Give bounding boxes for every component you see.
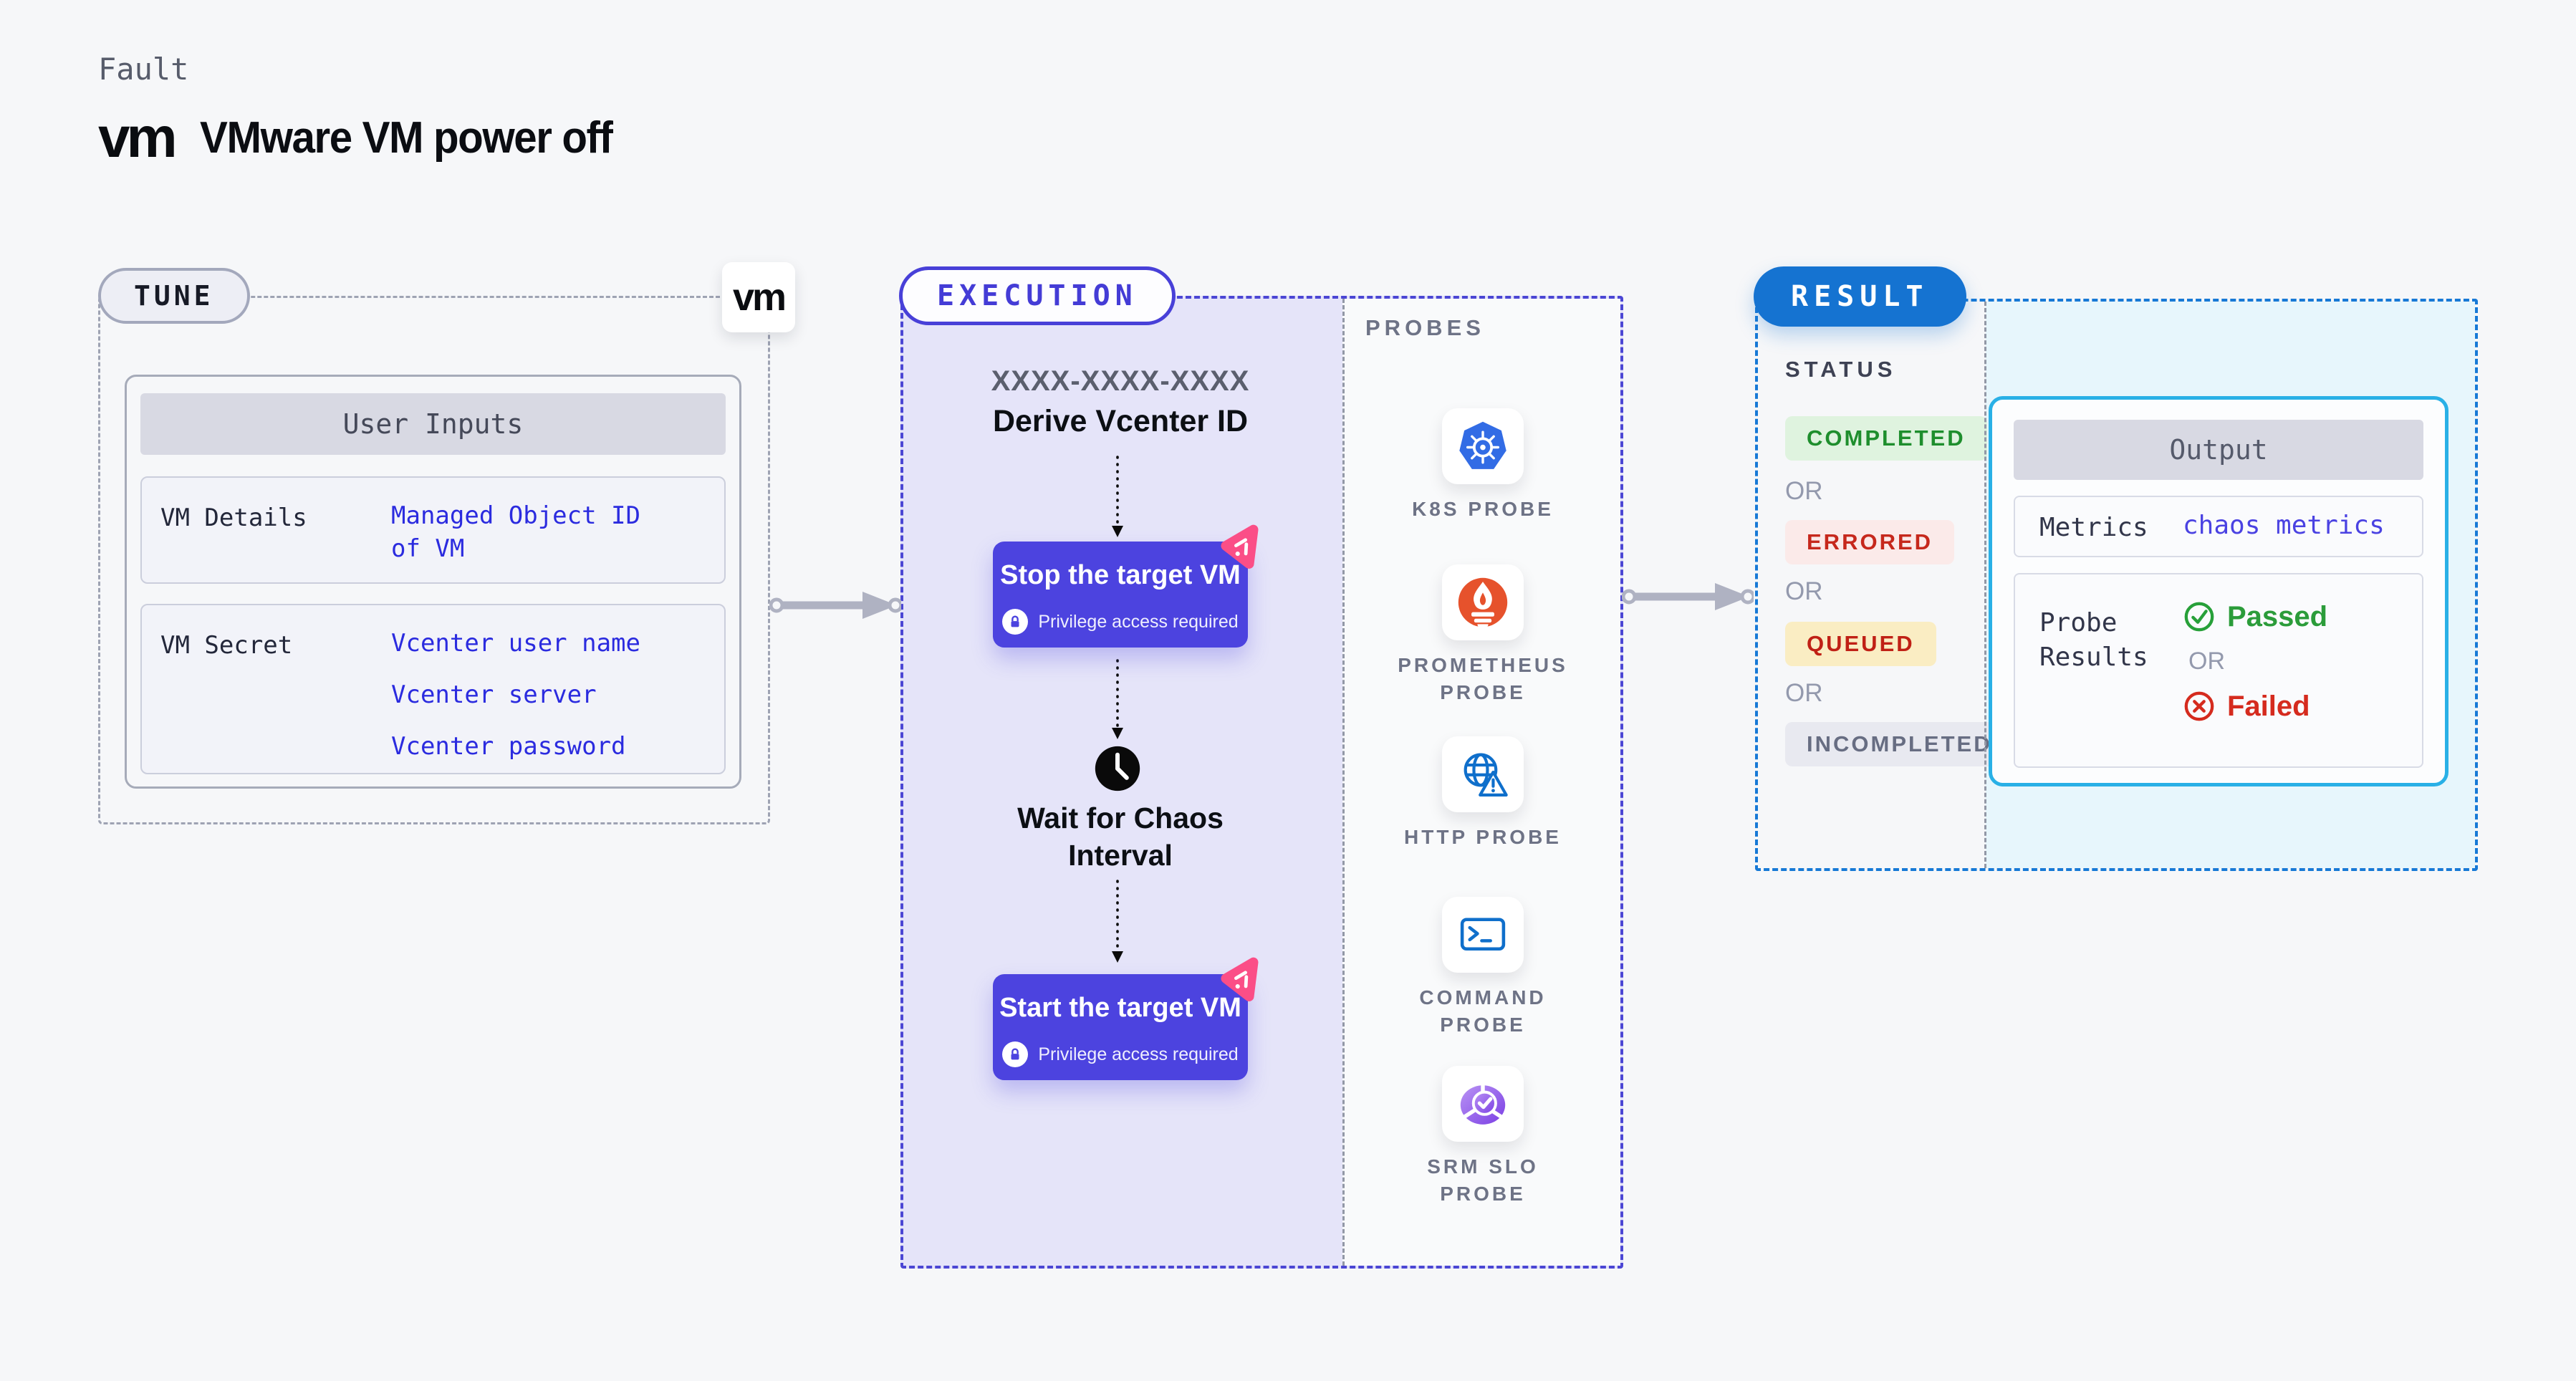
- output-card: Output Metrics chaos metrics Probe Resul…: [1989, 396, 2448, 786]
- flow-arrow-down: [1112, 456, 1123, 537]
- execution-badge: EXECUTION: [899, 266, 1176, 325]
- http-probe-card: [1442, 736, 1524, 812]
- metrics-value: chaos metrics: [2183, 511, 2385, 540]
- flow-arrow-down: [1112, 659, 1123, 739]
- vm-details-label: VM Details: [160, 504, 307, 532]
- privilege-note-text: Privilege access required: [1038, 1044, 1239, 1064]
- tune-badge: TUNE: [98, 268, 250, 324]
- status-title: STATUS: [1785, 357, 1897, 382]
- result-section-box: [1755, 299, 2478, 871]
- status-badge-errored: ERRORED: [1785, 520, 1955, 564]
- result-divider: [1984, 302, 1986, 868]
- prometheus-probe-label: PROMETHEUS PROBE: [1398, 654, 1568, 703]
- kubernetes-icon: [1459, 421, 1506, 469]
- start-target-vm-label: Start the target VM: [999, 993, 1241, 1023]
- metrics-label: Metrics: [2039, 513, 2148, 542]
- vm-secret-value: Vcenter user name: [391, 629, 640, 658]
- probes-title: PROBES: [1365, 315, 1485, 340]
- status-badge-completed: COMPLETED: [1785, 416, 1987, 461]
- flow-arrow-down: [1112, 880, 1123, 963]
- lock-icon: [1002, 1041, 1029, 1067]
- derive-vcenter-id-label: Derive Vcenter ID: [992, 404, 1249, 438]
- srm-slo-probe-label: SRM SLO PROBE: [1427, 1155, 1539, 1205]
- result-badge: RESULT: [1754, 266, 1966, 327]
- or-label: OR: [1785, 679, 1823, 707]
- vmware-logo-card: vm: [722, 262, 795, 332]
- prometheus-probe-card: [1442, 564, 1524, 640]
- wait-for-chaos-interval-label: Wait for Chaos Interval: [1017, 802, 1224, 872]
- k8s-probe-label: K8S PROBE: [1412, 498, 1554, 520]
- vm-secret-row: VM Secret Vcenter user name Vcenter serv…: [140, 604, 726, 774]
- vm-secret-value: Vcenter server: [391, 680, 597, 709]
- execution-to-result-arrow: [1622, 583, 1754, 610]
- k8s-probe-card: [1442, 408, 1524, 484]
- stop-target-vm-step: Stop the target VM Privilege access requ…: [993, 524, 1259, 648]
- passed-label: Passed: [2227, 600, 2328, 632]
- check-circle-icon: [2184, 602, 2214, 632]
- vmware-logo-icon: vm: [98, 105, 178, 169]
- privilege-note: Privilege access required: [993, 1041, 1248, 1067]
- x-circle-icon: [2184, 691, 2214, 721]
- vm-details-row: VM Details Managed Object ID of VM: [140, 476, 726, 584]
- tune-section-box: [98, 296, 770, 824]
- or-label: OR: [1785, 577, 1823, 605]
- probe-results-row: Probe Results Passed OR Failed: [2014, 573, 2423, 768]
- srm-slo-probe-card: [1442, 1066, 1524, 1142]
- status-badge-incompleted: INCOMPLETED: [1785, 722, 2014, 766]
- chaos-icon: [1221, 957, 1259, 1001]
- start-target-vm-step: Start the target VM Privilege access req…: [993, 957, 1259, 1080]
- tune-to-execution-arrow: [769, 592, 901, 619]
- or-label: OR: [1785, 477, 1823, 505]
- http-probe-label: HTTP PROBE: [1404, 826, 1562, 848]
- vm-details-value: Managed Object ID of VM: [391, 501, 640, 563]
- experiment-id-mask: XXXX-XXXX-XXXX: [991, 365, 1250, 397]
- output-header: Output: [2014, 420, 2423, 480]
- prometheus-icon: [1458, 577, 1508, 629]
- page-title: VMware VM power off: [199, 112, 613, 163]
- chaos-icon: [1221, 524, 1259, 569]
- clock-icon: [1095, 746, 1140, 791]
- failed-verdict: Failed: [2183, 690, 2327, 723]
- user-inputs-header: User Inputs: [140, 393, 726, 455]
- http-globe-icon: [1464, 753, 1508, 797]
- stop-target-vm-label: Stop the target VM: [1000, 560, 1241, 590]
- vm-secret-value: Vcenter password: [391, 732, 626, 761]
- command-probe-label: COMMAND PROBE: [1419, 986, 1547, 1036]
- probe-results-label: Probe Results: [2039, 608, 2148, 672]
- vmware-logo-icon: vm: [732, 276, 787, 319]
- privilege-note-text: Privilege access required: [1038, 611, 1239, 632]
- or-label: OR: [2188, 648, 2225, 675]
- passed-verdict: Passed: [2183, 600, 2327, 633]
- srm-slo-icon: [1460, 1084, 1506, 1125]
- status-badge-queued: QUEUED: [1785, 622, 1936, 666]
- command-terminal-icon: [1460, 918, 1506, 951]
- metrics-row: Metrics chaos metrics: [2014, 496, 2423, 557]
- lock-icon: [1002, 609, 1029, 635]
- command-probe-card: [1442, 897, 1524, 973]
- page-header: vm VMware VM power off: [98, 109, 638, 166]
- privilege-note: Privilege access required: [993, 609, 1248, 635]
- fault-kicker: Fault: [98, 52, 189, 87]
- vm-secret-label: VM Secret: [160, 631, 293, 660]
- failed-label: Failed: [2227, 690, 2310, 722]
